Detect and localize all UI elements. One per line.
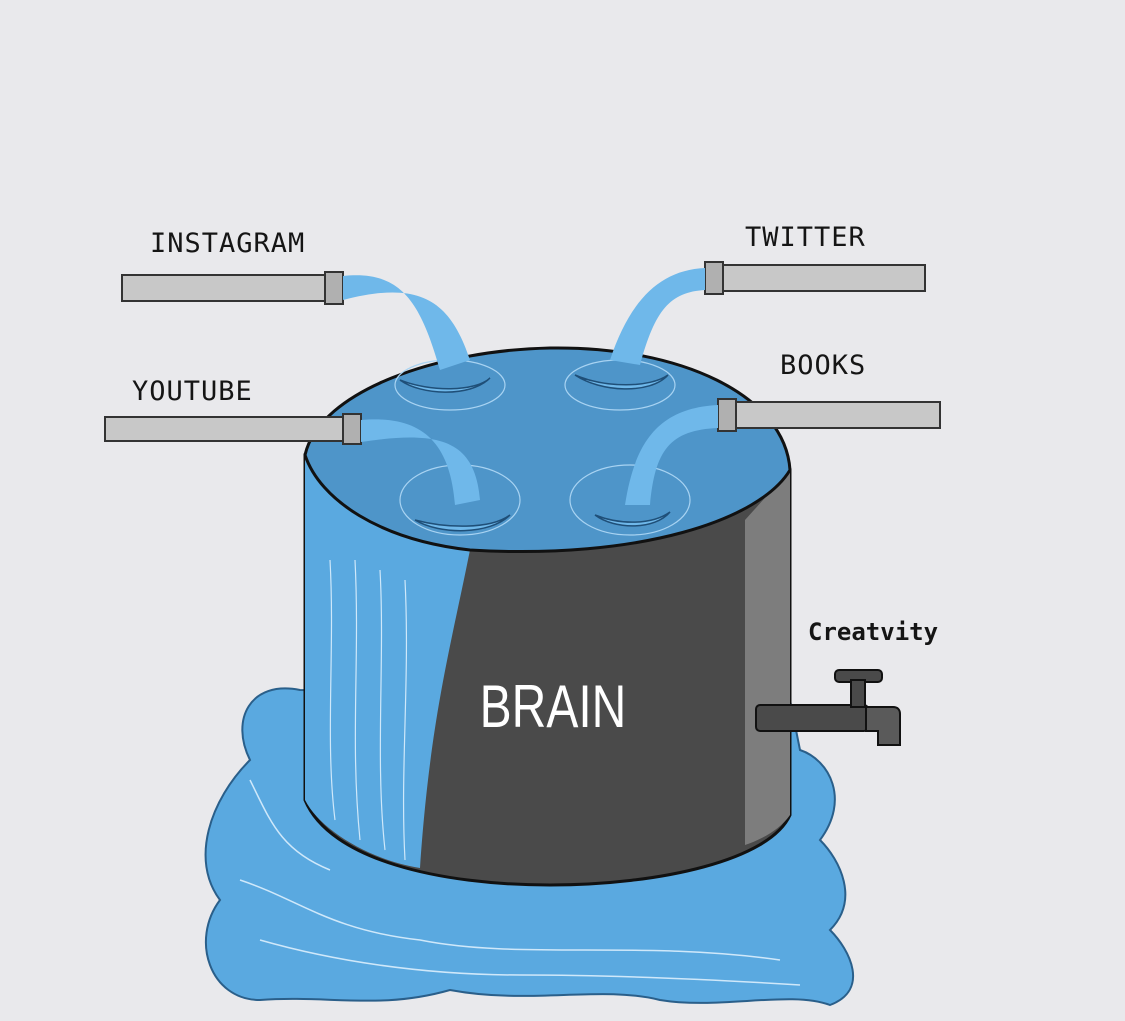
- waterfall: [305, 455, 470, 868]
- label-twitter: TWITTER: [745, 222, 866, 253]
- creativity-faucet-icon[interactable]: [755, 669, 901, 746]
- tank-right-shade: [745, 470, 790, 845]
- pipe-instagram: [121, 271, 470, 370]
- label-creativity: Creatvity: [808, 618, 938, 646]
- pipe-twitter: [610, 261, 926, 365]
- puddle-ripples: [239, 779, 801, 986]
- pipe-books: [625, 398, 941, 505]
- pipe-youtube: [104, 413, 480, 505]
- label-youtube: YOUTUBE: [132, 376, 253, 407]
- label-books: BOOKS: [780, 350, 866, 381]
- tank-top-water: [303, 346, 792, 554]
- label-brain: BRAIN: [480, 673, 627, 740]
- label-instagram: INSTAGRAM: [150, 228, 305, 259]
- waterfall-lines: [329, 559, 408, 861]
- splashes: [399, 374, 671, 532]
